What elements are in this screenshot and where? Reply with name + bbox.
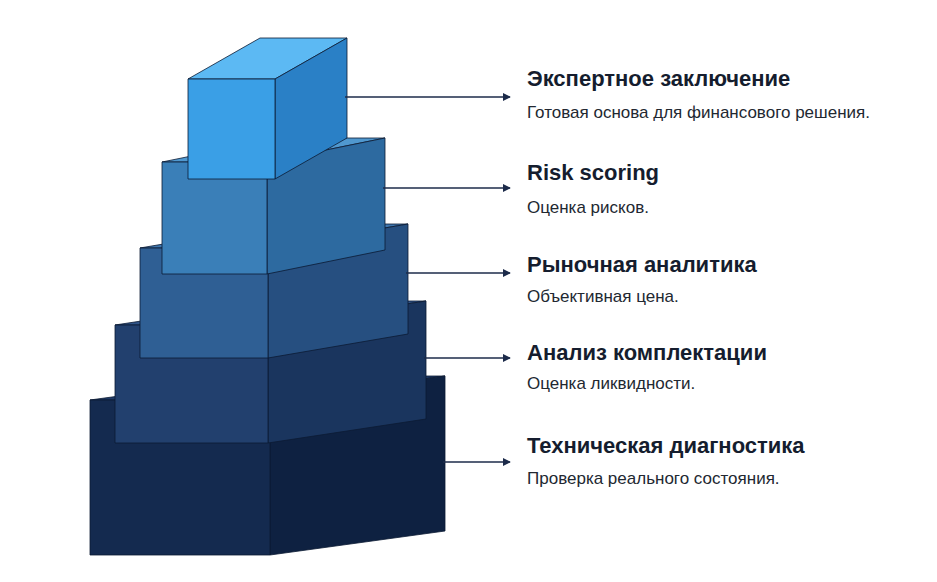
layer-description: Оценка рисков. — [527, 198, 649, 218]
pyramid-blocks — [90, 38, 445, 555]
leader-arrow — [424, 357, 510, 359]
leader-arrow — [443, 461, 510, 463]
pyramid-block — [188, 38, 347, 179]
leader-arrow — [406, 272, 510, 274]
leader-arrow — [383, 187, 510, 189]
block-front-face — [188, 79, 275, 179]
layer-heading: Risk scoring — [527, 160, 659, 186]
layer-heading: Анализ комплектации — [527, 340, 767, 366]
layer-description: Готовая основа для финансового решения. — [527, 103, 870, 123]
leader-arrow — [345, 96, 510, 98]
layer-heading: Рыночная аналитика — [527, 252, 757, 278]
layer-heading: Техническая диагностика — [527, 433, 805, 459]
layer-description: Оценка ликвидности. — [527, 374, 695, 394]
leader-arrows — [345, 97, 510, 462]
block-side-face — [275, 38, 347, 179]
layer-description: Объективная цена. — [527, 287, 679, 307]
layer-heading: Экспертное заключение — [527, 66, 790, 92]
layer-description: Проверка реального состояния. — [527, 469, 780, 489]
